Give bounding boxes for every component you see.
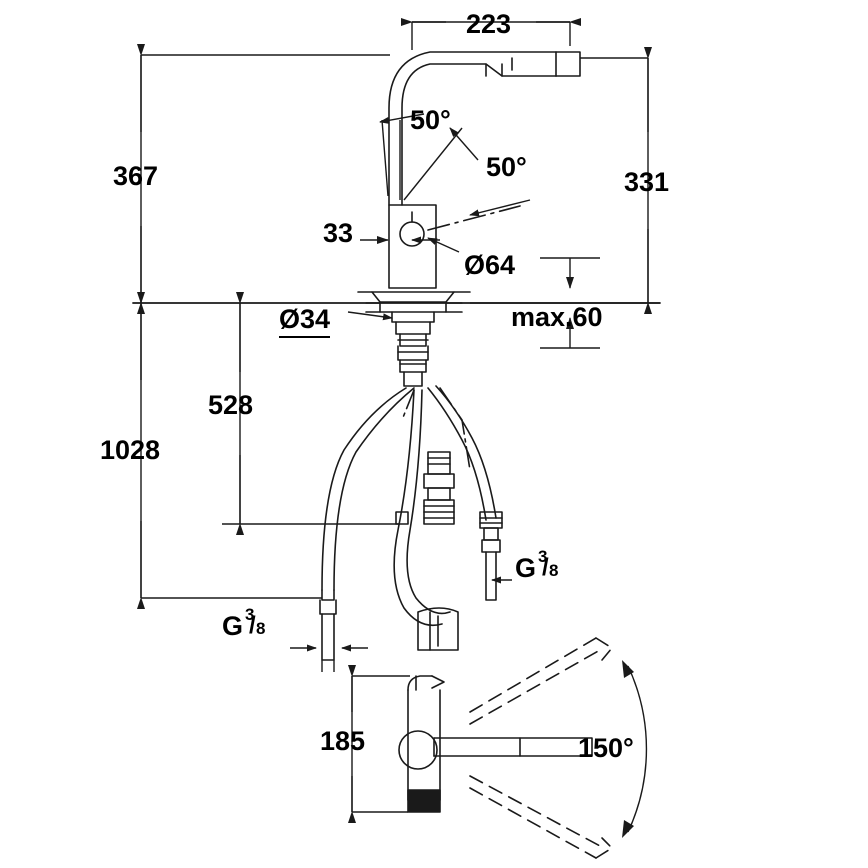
dim-label-528: 528 — [208, 390, 254, 420]
dim-label-33: 33 — [323, 218, 354, 248]
dimension-lines — [137, 18, 660, 838]
thread-prefix-right: G — [515, 553, 537, 583]
dim-label-d34: Ø34 — [279, 304, 331, 338]
dim-label-331: 331 — [624, 167, 670, 197]
thread-prefix-left: G — [222, 611, 244, 641]
dim-label-1028: 1028 — [100, 435, 161, 465]
angle-label-150: 150° — [578, 733, 634, 763]
thread-fraction-left: 3/8 — [245, 605, 266, 640]
dim-label-223: 223 — [466, 9, 512, 39]
angle-label-50-left: 50° — [410, 105, 451, 135]
dim-label-d64: Ø64 — [464, 250, 516, 280]
faucet-body-geometry — [132, 51, 661, 859]
thread-fraction-right: 3/8 — [538, 547, 559, 582]
dim-label-185: 185 — [320, 726, 366, 756]
dim-label-367: 367 — [113, 161, 159, 191]
dim-label-max60: max.60 — [511, 302, 603, 332]
angle-label-50-right: 50° — [486, 152, 527, 182]
